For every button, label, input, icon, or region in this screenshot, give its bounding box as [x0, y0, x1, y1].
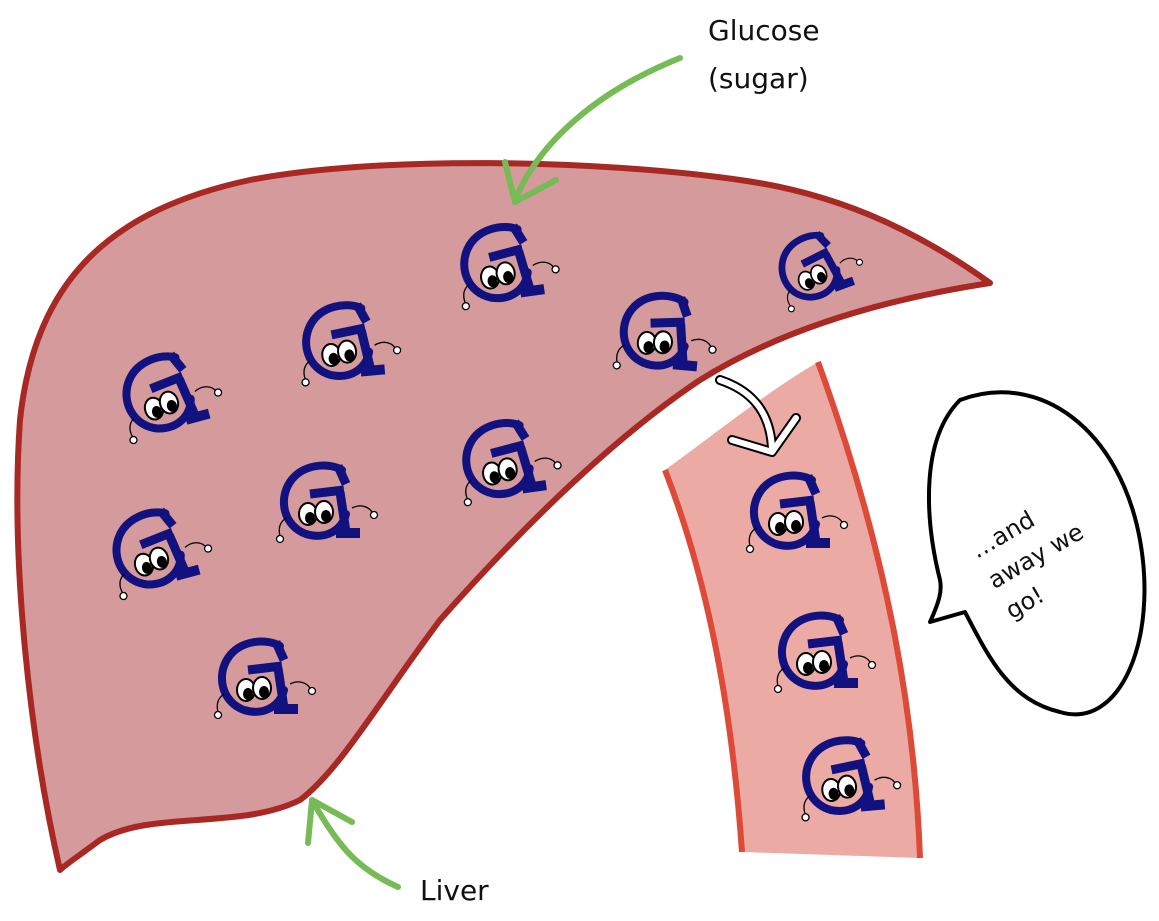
blood-vessel	[665, 362, 920, 858]
liver-label: Liver	[420, 874, 489, 907]
speech-bubble: …and away we go!	[927, 390, 1147, 717]
movement-arrow-icon	[715, 375, 801, 457]
glucose-pointer-arrow-icon	[502, 55, 683, 205]
vessel-wall-right	[815, 360, 923, 859]
glucose-label: Glucose	[708, 14, 820, 47]
liver-pointer-arrow-icon	[305, 797, 401, 890]
glucose-sublabel: (sugar)	[708, 62, 809, 95]
vessel-wall-left	[662, 468, 745, 853]
